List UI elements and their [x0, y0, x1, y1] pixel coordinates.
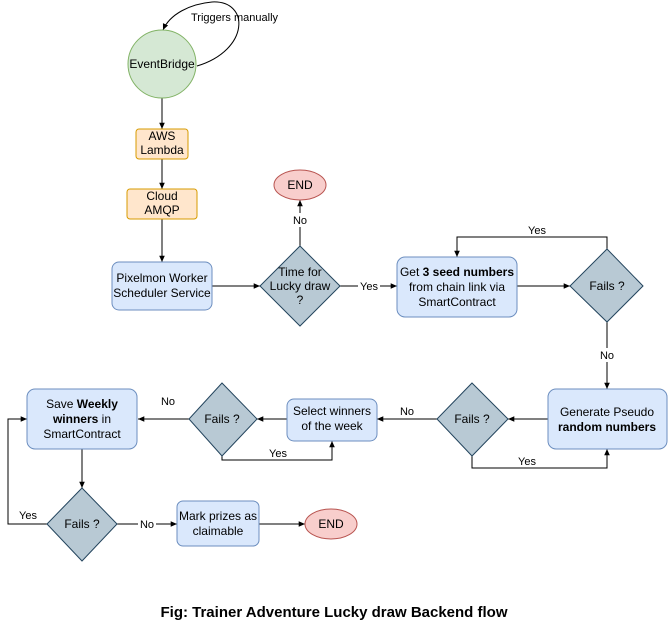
eventbridge-label: EventBridge [129, 57, 195, 71]
fails-3-diamond [188, 382, 258, 457]
nodes [26, 29, 668, 562]
label-yes-retry-3: Yes [269, 448, 287, 460]
end-top-node [273, 169, 327, 201]
fails-3-label: Fails ? [204, 412, 240, 426]
get-seeds-node [396, 256, 518, 318]
select-winners-node [286, 398, 378, 442]
edge-fails-2-retry [471, 449, 610, 469]
edge-eventbridge-self-loop [162, 1, 240, 67]
label-no-end: No [293, 215, 307, 227]
end-bottom-label: END [318, 517, 344, 531]
eventbridge-node [127, 29, 197, 99]
fails-2-diamond [436, 382, 509, 457]
cloud-amqp-node [126, 188, 198, 220]
aws-lambda-node [135, 128, 189, 160]
fails-1-label: Fails ? [589, 279, 625, 293]
edge-fails-1-retry [454, 236, 608, 257]
label-no-fails-4: No [140, 519, 154, 531]
fails-4-diamond [46, 487, 118, 562]
mark-prizes-node [176, 500, 260, 547]
end-top-label: END [287, 178, 313, 192]
figure-caption: Fig: Trainer Adventure Lucky draw Backen… [160, 604, 508, 621]
label-no-fails-1: No [600, 350, 614, 362]
fails-2-label: Fails ? [454, 412, 490, 426]
save-weekly-node [26, 388, 138, 450]
edge-fails-4-retry [7, 416, 47, 525]
time-check-diamond [259, 245, 341, 327]
edge-fails-3-retry [221, 441, 335, 461]
generate-node [547, 388, 668, 450]
label-yes-retry-2: Yes [518, 456, 536, 468]
end-bottom-node [304, 508, 358, 540]
edge-labels: Triggers manually No Yes Yes No Yes No Y… [19, 12, 616, 531]
label-triggers-manually: Triggers manually [191, 12, 279, 24]
edges [7, 1, 610, 527]
label-yes-retry-4: Yes [19, 510, 37, 522]
scheduler-node [111, 261, 213, 311]
label-no-fails-3: No [161, 396, 175, 408]
label-yes-retry-1: Yes [528, 225, 546, 237]
fails-4-label: Fails ? [64, 517, 100, 531]
label-yes-time: Yes [360, 281, 378, 293]
fails-1-diamond [569, 248, 644, 323]
label-no-fails-2: No [400, 406, 414, 418]
